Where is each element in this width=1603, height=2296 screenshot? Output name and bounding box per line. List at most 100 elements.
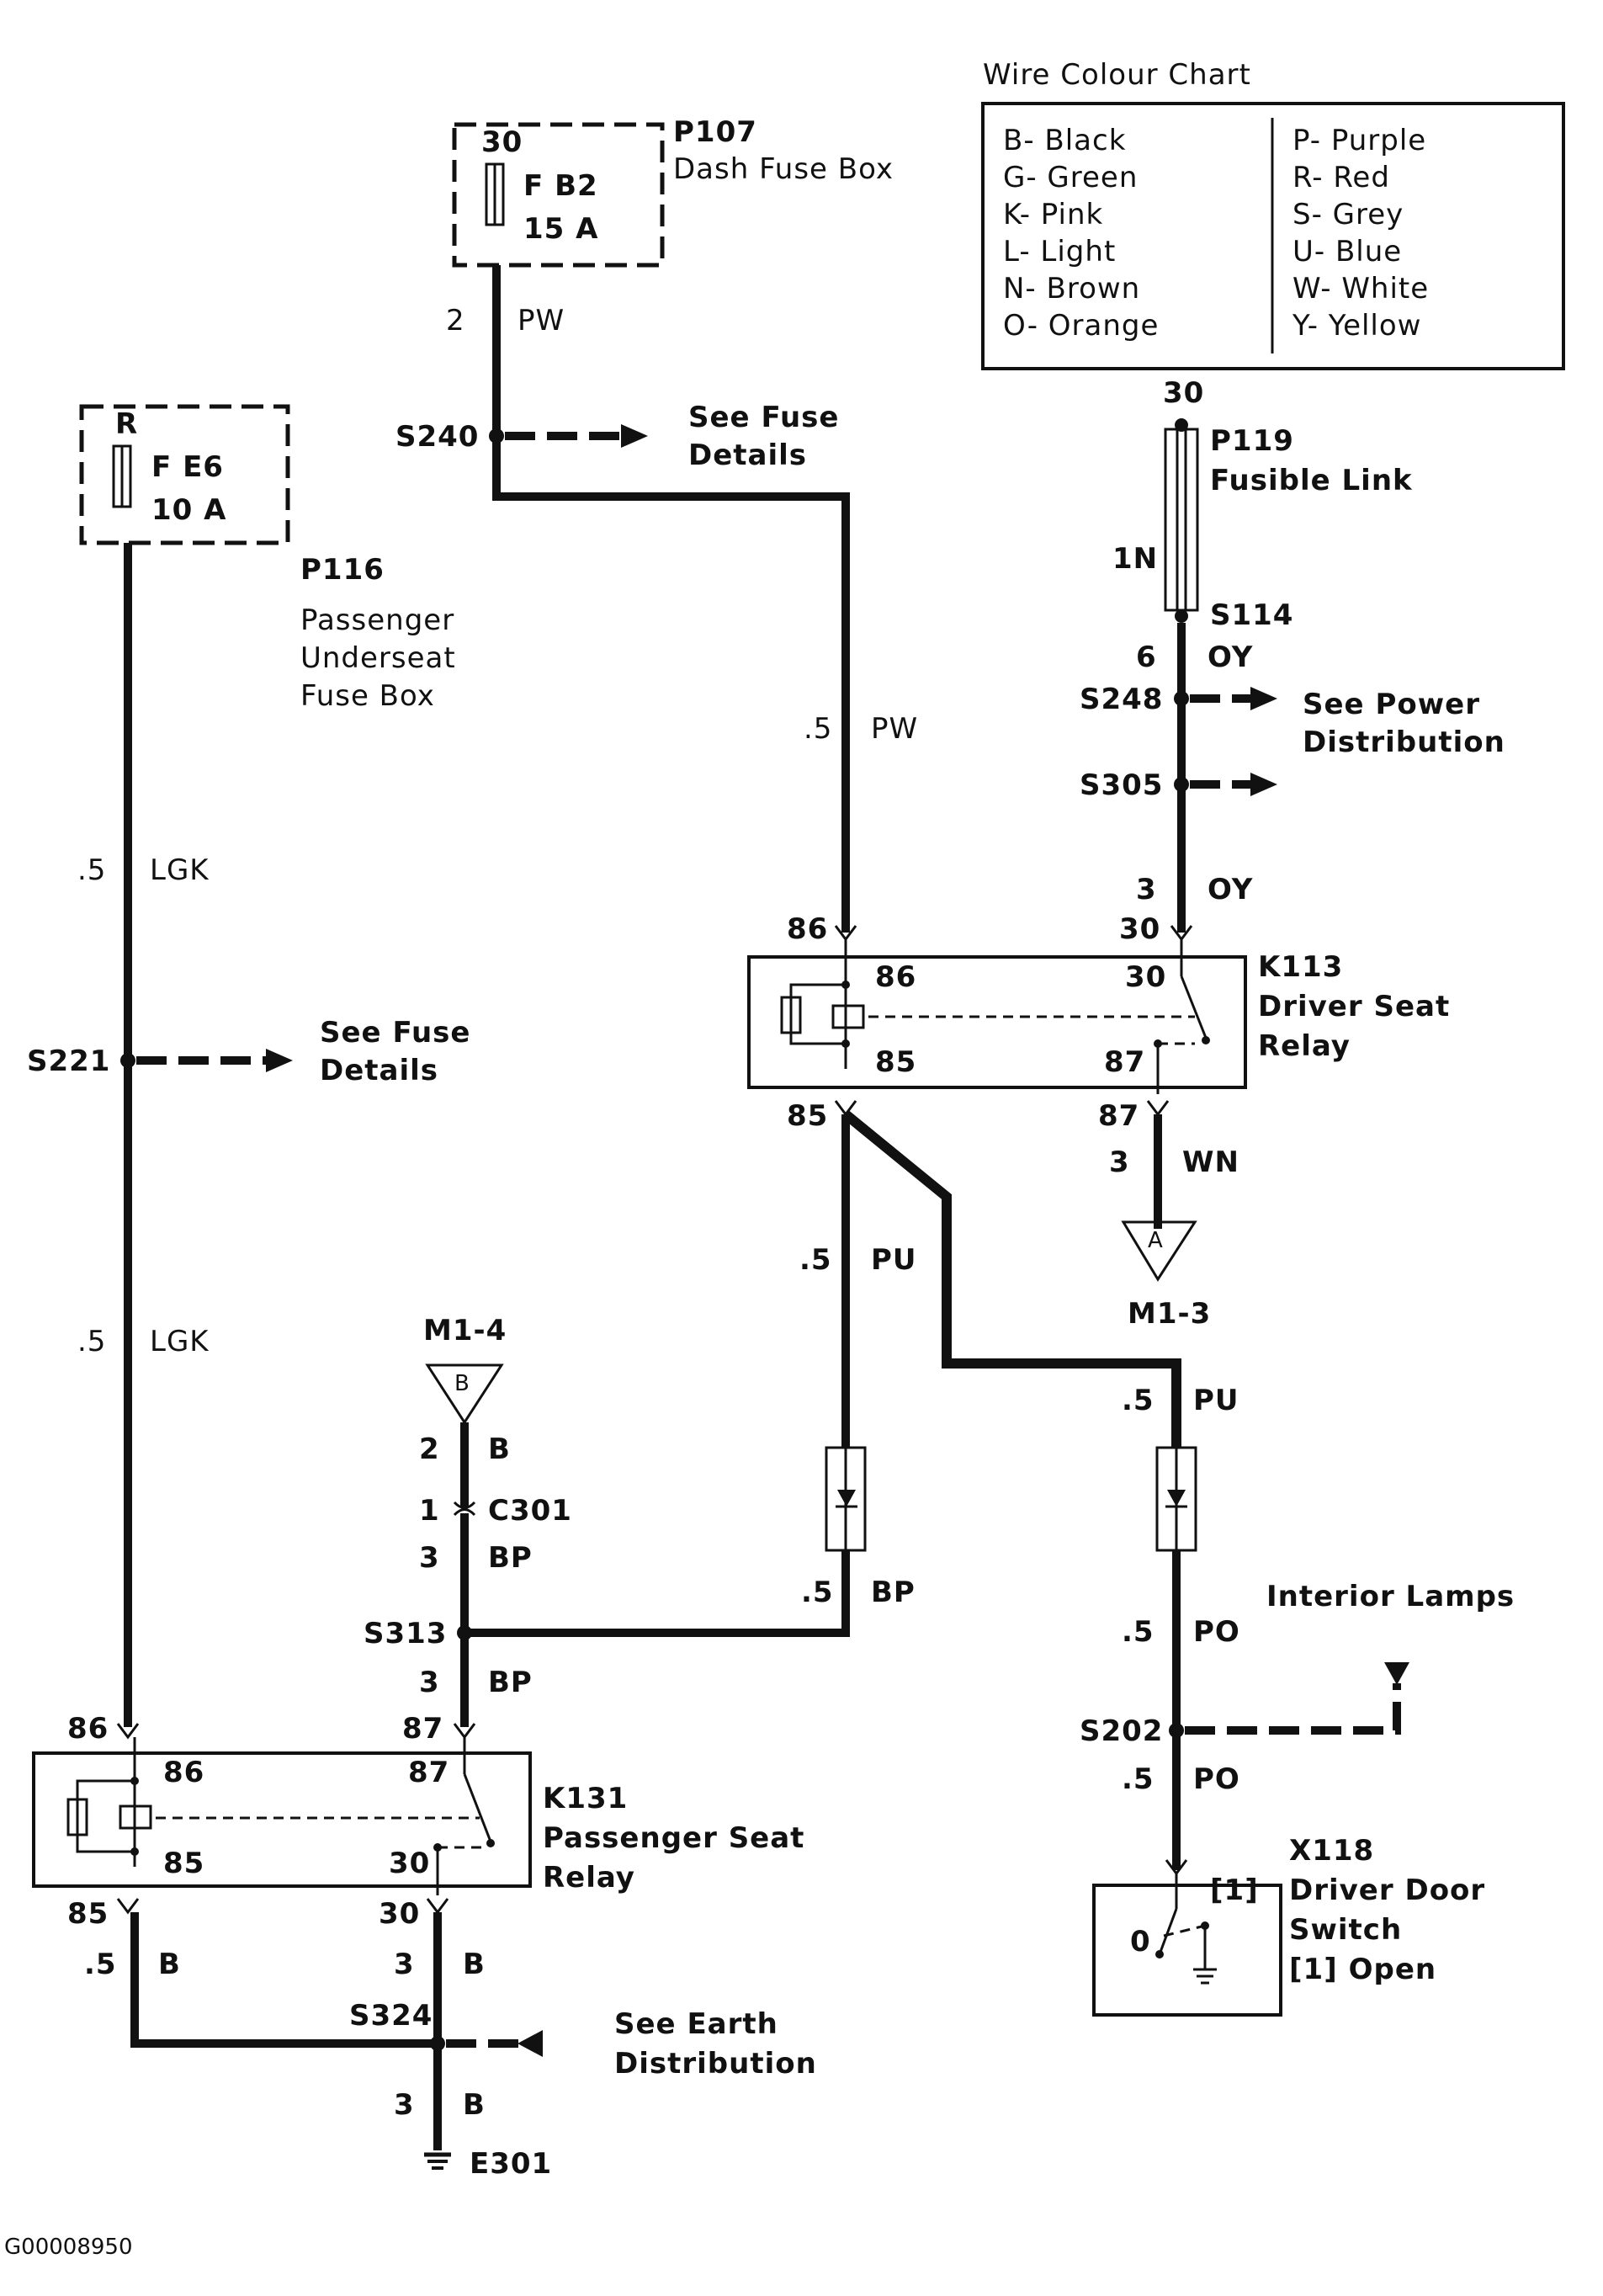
w1-size: 2 xyxy=(446,304,465,337)
s202-splice-dot xyxy=(1169,1723,1184,1738)
x118-driver-door-switch: [1] 0 X118 Driver Door Switch [1] Open xyxy=(1092,1834,1485,2017)
p107-fuse-code: F B2 xyxy=(523,169,598,203)
p116-id: P116 xyxy=(300,553,385,587)
c301-pin: 1 xyxy=(419,1494,440,1528)
colour-left-4: N- Brown xyxy=(1003,272,1140,306)
k131-resistor-loop xyxy=(76,1779,135,1853)
s221-ref-line1: See Fuse xyxy=(320,1016,470,1050)
s248-ref-line1: See Power xyxy=(1303,688,1480,721)
x118-name-line2: Switch xyxy=(1289,1913,1402,1947)
w10-colour: BP xyxy=(871,1576,916,1609)
k131-pin30-inner: 30 xyxy=(389,1847,430,1880)
colour-left-0: B- Black xyxy=(1003,124,1126,157)
w17-colour: B xyxy=(463,1948,486,1981)
k113-resistor-loop xyxy=(789,983,846,1045)
w14-size: .5 xyxy=(1122,1615,1154,1649)
w10-size: .5 xyxy=(801,1576,834,1609)
k131-pin30-fork xyxy=(426,1898,449,1915)
wire-diode-to-s313 xyxy=(464,1550,850,1637)
p116-name-line3: Fuse Box xyxy=(300,679,435,713)
k113-pin87-fork xyxy=(1146,1100,1170,1117)
w6-colour: OY xyxy=(1208,873,1253,906)
w15-size: .5 xyxy=(1122,1762,1154,1796)
s324-label: S324 xyxy=(349,1999,433,2033)
w4-size: .5 xyxy=(77,1325,106,1358)
w15-colour: PO xyxy=(1193,1762,1240,1796)
colour-right-1: R- Red xyxy=(1292,161,1390,194)
colour-left-5: O- Orange xyxy=(1003,309,1159,343)
s221-ref-line2: Details xyxy=(320,1054,438,1087)
w17-size: 3 xyxy=(394,1948,415,1981)
k113-pin86-inner: 86 xyxy=(875,960,916,994)
k131-pin86-fork xyxy=(116,1723,140,1740)
w12-colour: BP xyxy=(488,1541,533,1575)
s324-ref-line2: Distribution xyxy=(614,2047,817,2081)
k131-pin85-fork xyxy=(116,1898,140,1915)
wire-colour-chart: Wire Colour Chart B- Black G- Green K- P… xyxy=(981,58,1565,370)
k131-id: K131 xyxy=(543,1782,628,1815)
colour-left-1: G- Green xyxy=(1003,161,1138,194)
k113-resistor xyxy=(780,996,802,1034)
x118-switch-arm xyxy=(1158,1908,1178,1955)
k113-name-line2: Relay xyxy=(1258,1029,1351,1063)
k113-pin30-inner: 30 xyxy=(1125,960,1166,994)
p116-name-line2: Underseat xyxy=(300,641,456,675)
k131-pin86-inner: 86 xyxy=(163,1756,204,1789)
s248-ref-line2: Distribution xyxy=(1303,725,1505,759)
wire-k131-85-to-s324 xyxy=(130,1912,438,2048)
s313-label: S313 xyxy=(364,1617,447,1650)
p107-terminal: 30 xyxy=(481,125,523,159)
w12-size: 3 xyxy=(419,1541,440,1575)
s313-splice-dot xyxy=(457,1625,472,1640)
s248-label: S248 xyxy=(1080,683,1163,716)
k131-relay-outline xyxy=(32,1751,532,1888)
k131-pin85-outer: 85 xyxy=(67,1897,109,1931)
x118-name-line3: [1] Open xyxy=(1289,1953,1436,1986)
s324-arrow-icon xyxy=(518,2030,543,2057)
diode-left xyxy=(825,1446,867,1552)
s324-ref-line1: See Earth xyxy=(614,2007,778,2041)
k131-pin86-outer: 86 xyxy=(67,1712,109,1746)
p116-name-line1: Passenger xyxy=(300,603,454,637)
x118-switch-outline xyxy=(1092,1884,1282,2017)
p107-name: Dash Fuse Box xyxy=(673,152,894,186)
w5-colour: OY xyxy=(1208,640,1253,674)
p119-link-body xyxy=(1164,428,1199,612)
k113-name-line1: Driver Seat xyxy=(1258,990,1450,1023)
k113-pin30-outer: 30 xyxy=(1119,912,1160,946)
k113-pin85-fork xyxy=(834,1100,857,1117)
k131-pin87-outer: 87 xyxy=(402,1712,443,1746)
p116-fuse-code: F E6 xyxy=(151,450,224,484)
s240-ref-line1: See Fuse xyxy=(688,401,839,434)
w16-colour: B xyxy=(158,1948,181,1981)
c301-connector-top xyxy=(453,1501,476,1509)
diagram-id: G00008950 xyxy=(4,2235,132,2260)
k113-pin85-outer: 85 xyxy=(787,1099,828,1133)
w16-size: .5 xyxy=(84,1948,117,1981)
k131-switch-arm xyxy=(463,1773,492,1842)
k131-pin85-inner: 85 xyxy=(163,1847,204,1880)
w18-colour: B xyxy=(463,2088,486,2122)
w4-colour: LGK xyxy=(150,1325,210,1358)
m1-4-label: M1-4 xyxy=(423,1314,507,1347)
w2-size: .5 xyxy=(804,712,832,746)
colour-left-2: K- Pink xyxy=(1003,198,1103,231)
p107-fuse-box-outline xyxy=(452,122,665,268)
w18-size: 3 xyxy=(394,2088,415,2122)
k113-pin86-outer: 86 xyxy=(787,912,828,946)
diode-right xyxy=(1155,1446,1197,1552)
x118-id: X118 xyxy=(1289,1834,1374,1868)
p119-size: 1N xyxy=(1112,542,1158,576)
x118-switch-pivot xyxy=(1155,1950,1164,1959)
s240-arrow-icon xyxy=(621,424,648,448)
x118-switch-link xyxy=(1163,1924,1206,1937)
x118-name-line1: Driver Door xyxy=(1289,1873,1485,1907)
w7-size: 3 xyxy=(1109,1145,1130,1179)
wire-k113-85-right xyxy=(842,1110,1181,1448)
x118-pos1: [1] xyxy=(1210,1873,1259,1907)
s221-splice-dot xyxy=(120,1053,135,1068)
colour-right-2: S- Grey xyxy=(1292,198,1404,231)
s248-arrow-icon xyxy=(1250,687,1277,710)
k113-pin87-inner: 87 xyxy=(1104,1045,1145,1079)
